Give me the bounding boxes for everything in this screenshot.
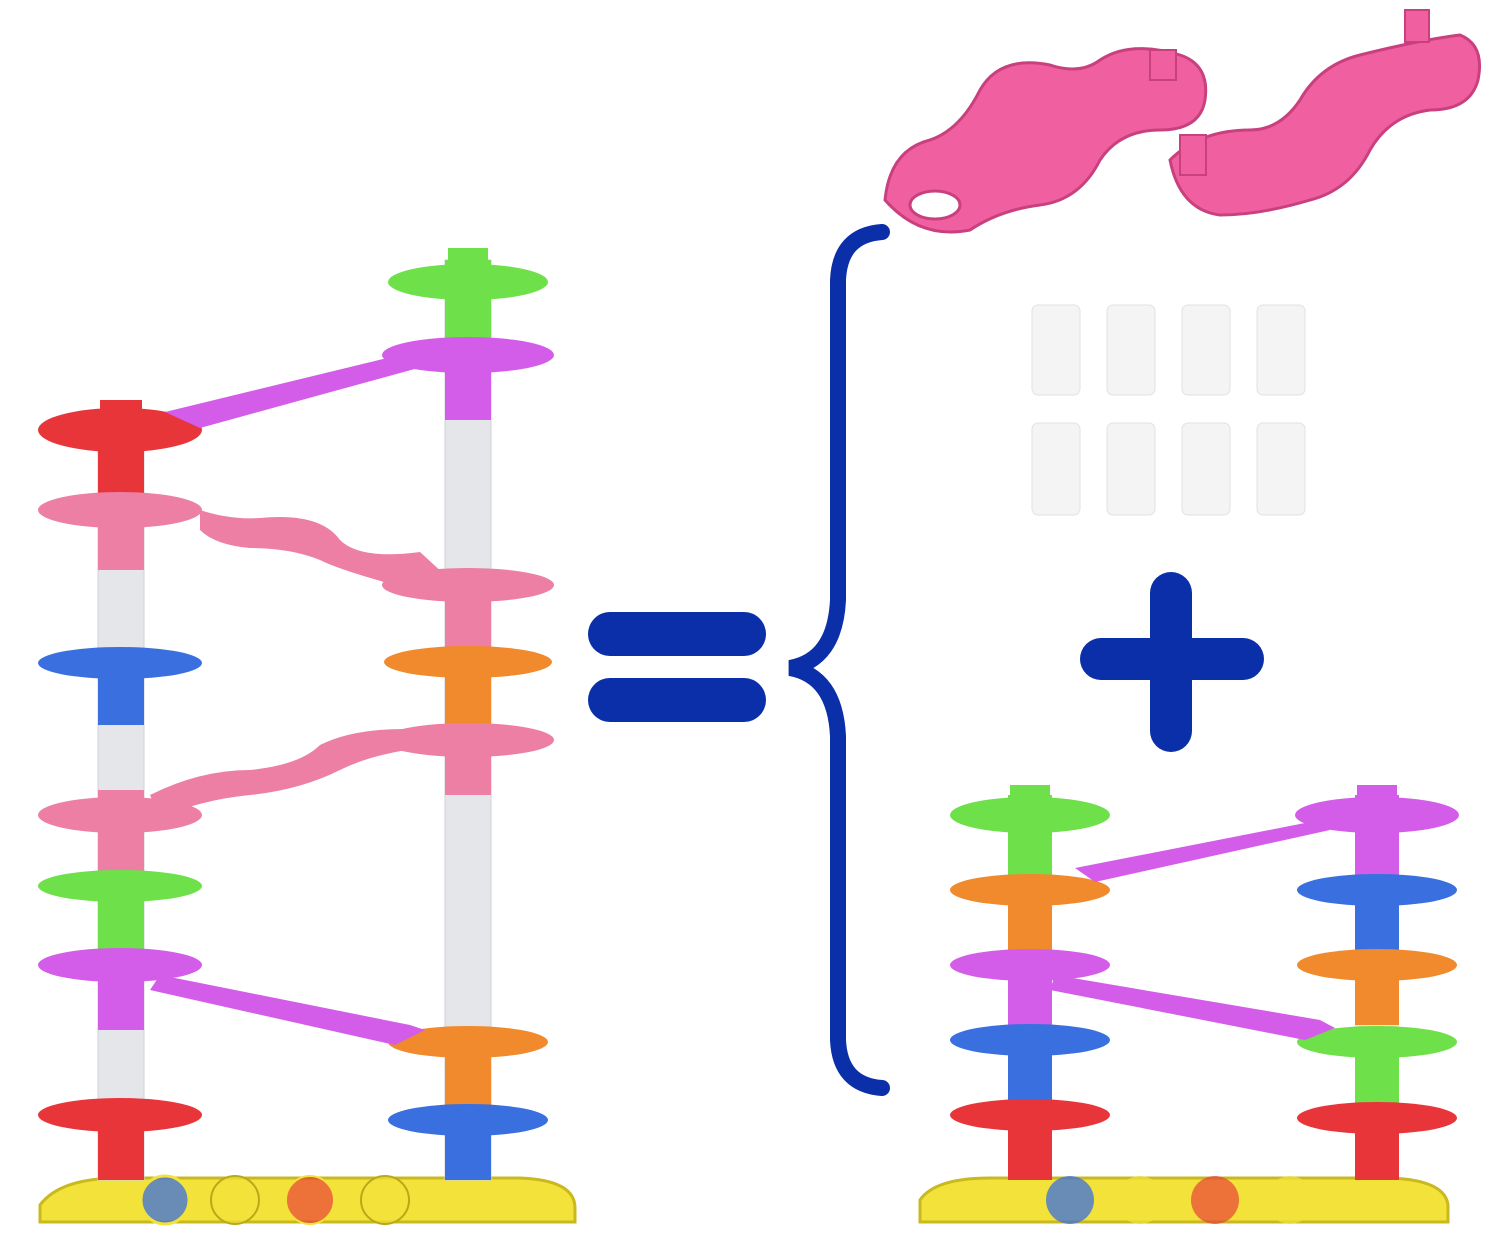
small-marble-run-tower [918,785,1459,1224]
disc-green [388,264,548,300]
disc-blue [38,647,202,679]
white-connector [1106,304,1156,396]
disc-blue [1297,874,1457,906]
ball-yellow [210,1175,260,1225]
white-connector [1031,422,1081,516]
equals-sign-icon [588,612,766,722]
ramp-magenta [150,975,425,1045]
disc-red [950,1099,1110,1131]
ball-blue [1046,1176,1094,1224]
white-connector [1106,422,1156,516]
disc-orange [384,646,552,678]
disc-red [38,408,202,452]
small-tower-base [918,1176,1450,1224]
disc-green [950,797,1110,833]
white-connector-tubes [1031,304,1306,516]
ramp-magenta [1075,822,1330,882]
ball-red [285,1175,335,1225]
disc-orange [950,874,1110,906]
disc-green [38,870,202,902]
white-connector [1181,422,1231,516]
large-marble-run-tower [38,248,577,1226]
disc-orange [1297,949,1457,981]
disc-magenta [38,948,202,982]
ramp-magenta [165,350,440,428]
disc-magenta [1295,797,1459,833]
white-connector [1031,304,1081,396]
ball-yellow [1266,1176,1314,1224]
disc-orange [388,1026,548,1058]
disc-green [1297,1026,1457,1058]
extra-pink-tracks [883,9,1481,234]
disc-red [38,1098,202,1132]
disc-pink [38,492,202,528]
ramp-magenta [1050,975,1335,1040]
ball-yellow [360,1175,410,1225]
ball-yellow [1116,1176,1164,1224]
ball-red [1191,1176,1239,1224]
white-connector [1256,422,1306,516]
white-connector [1181,304,1231,396]
pink-track-piece [883,47,1208,234]
ball-blue [139,1174,191,1226]
disc-magenta [950,949,1110,981]
ramp-pink-wavy [150,729,450,818]
white-connector [1256,304,1306,396]
disc-red [1297,1102,1457,1134]
disc-blue [950,1024,1110,1056]
ramp-pink-wavy [200,510,445,585]
pink-track-piece [1168,33,1481,217]
left-curly-brace-icon [788,224,890,1096]
plus-sign-icon [1080,572,1264,752]
disc-blue [388,1104,548,1136]
